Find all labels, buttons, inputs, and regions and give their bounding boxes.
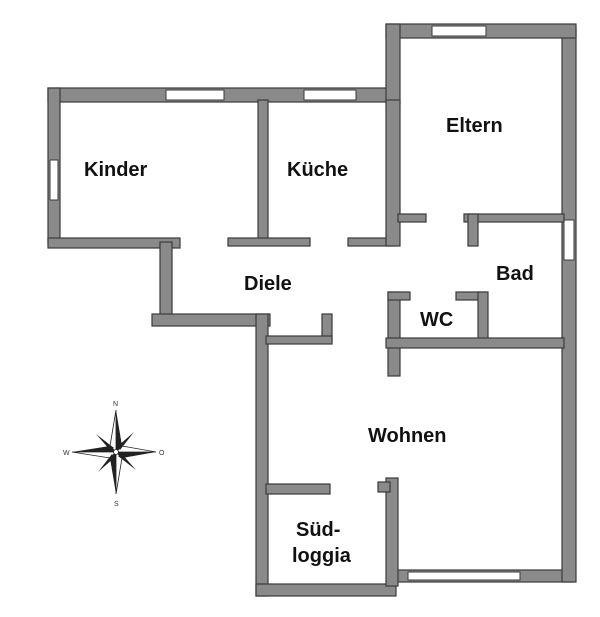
window-kueche: [303, 89, 357, 101]
wall-right: [561, 27, 577, 583]
room-label-wohnen: Wohnen: [368, 425, 447, 447]
compass-point-south-dark: [110, 452, 116, 494]
compass-letter-east: O: [159, 450, 165, 457]
outer-walls: [47, 23, 577, 597]
compass-letter-south: S: [114, 501, 119, 508]
compass-point-sw: [98, 454, 114, 472]
room-label-wc: WC: [420, 309, 453, 331]
window-eltern: [431, 25, 487, 37]
compass-point-se: [118, 454, 136, 470]
windows: [49, 25, 575, 581]
compass-point-west-dark: [72, 446, 116, 452]
wall-left-eltern-upper: [385, 23, 401, 105]
wall-bottom-kinder: [47, 237, 181, 249]
wall-eltern-bottom-left: [397, 213, 427, 223]
wall-loggia-top: [265, 483, 331, 495]
wall-wc-top: [387, 291, 411, 301]
room-label-diele: Diele: [244, 273, 292, 295]
window-wohnen: [407, 571, 521, 581]
room-label-kueche: Küche: [287, 159, 348, 181]
room-label-bad: Bad: [496, 263, 534, 285]
wall-kueche-bottom-left: [227, 237, 311, 247]
wall-kinder-kueche: [257, 99, 269, 243]
compass-point-west-light: [71, 451, 117, 459]
wall-bottom: [255, 583, 397, 597]
wall-wc-right: [477, 291, 489, 345]
wall-bad-left: [467, 213, 479, 247]
compass-center: [113, 449, 119, 455]
room-label-eltern: Eltern: [446, 115, 503, 137]
compass-point-north-dark: [116, 410, 122, 452]
wall-left-wohnen: [255, 313, 269, 597]
compass-rose: N O S W: [63, 401, 165, 508]
interior-walls: [227, 99, 565, 587]
compass-letter-north: N: [113, 401, 118, 408]
room-label-sued-line1: Süd-: [296, 519, 340, 541]
wall-loggia-right-cap: [377, 481, 391, 493]
wall-eltern-bottom-right: [463, 213, 565, 223]
wall-loggia-right: [385, 477, 399, 587]
compass-letter-west: W: [63, 450, 70, 457]
wall-diele-bottom: [151, 313, 271, 327]
compass-point-east-dark: [116, 452, 156, 458]
wall-diele-corner: [265, 335, 333, 345]
window-bad: [563, 219, 575, 261]
compass-point-east-light: [115, 445, 157, 453]
wall-kueche-eltern: [385, 99, 401, 247]
room-label-kinder: Kinder: [84, 159, 148, 181]
compass-point-nw: [96, 434, 114, 450]
wall-wohnen-top: [385, 337, 565, 349]
compass-point-ne: [118, 432, 134, 450]
room-labels: Kinder Küche Eltern Diele Bad WC Wohnen …: [84, 115, 534, 567]
wall-wc-left: [387, 291, 401, 377]
wall-diele-left-stub: [159, 241, 173, 323]
window-kinder: [165, 89, 225, 101]
window-kinder-side: [49, 159, 59, 201]
room-label-sued-line2: loggia: [292, 545, 352, 567]
